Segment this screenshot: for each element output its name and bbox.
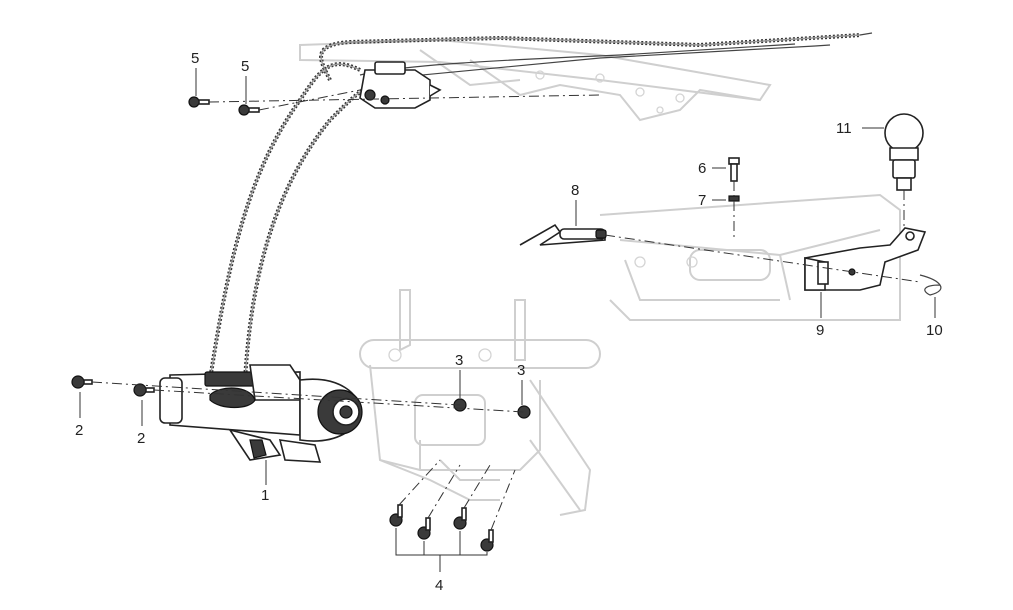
upper-frame-rail: [299, 38, 772, 122]
callout-7: 7: [698, 192, 706, 209]
hitch-ball: [884, 113, 924, 191]
leader-lines: [79, 68, 936, 572]
callout-6: 6: [698, 160, 706, 177]
receiver-hitch: [804, 227, 927, 291]
assembly-axis-lines: [91, 89, 921, 531]
wiring-harness: [208, 32, 873, 381]
callout-3a: 3: [455, 352, 463, 369]
bolt-5b: [238, 104, 260, 116]
callout-3b: 3: [517, 362, 525, 379]
callout-9: 9: [816, 322, 824, 339]
bolt-5a: [188, 96, 210, 108]
callout-8: 8: [571, 182, 579, 199]
washer-7: [728, 195, 740, 202]
callout-5b: 5: [241, 58, 249, 75]
nut-2b: [133, 383, 155, 397]
callout-2b: 2: [137, 430, 145, 447]
callout-11: 11: [836, 120, 852, 137]
callout-4: 4: [435, 577, 443, 594]
bolt-6: [728, 157, 740, 182]
nut-2a: [71, 375, 93, 389]
callout-1: 1: [261, 487, 269, 504]
winch-assembly: [159, 364, 363, 463]
rear-frame-section: [599, 193, 901, 321]
callout-labels: 1 2 2 3 3 4 5 5 6 7 8 9 10 11: [75, 50, 943, 594]
front-bumper-frame: [359, 289, 601, 516]
bolts-4: [389, 504, 494, 552]
hitch-clip: [919, 274, 942, 296]
callout-5a: 5: [191, 50, 199, 67]
callout-2a: 2: [75, 422, 83, 439]
callout-10: 10: [926, 322, 943, 339]
hitch-pin: [519, 223, 607, 246]
winch-control-box: [359, 61, 442, 109]
